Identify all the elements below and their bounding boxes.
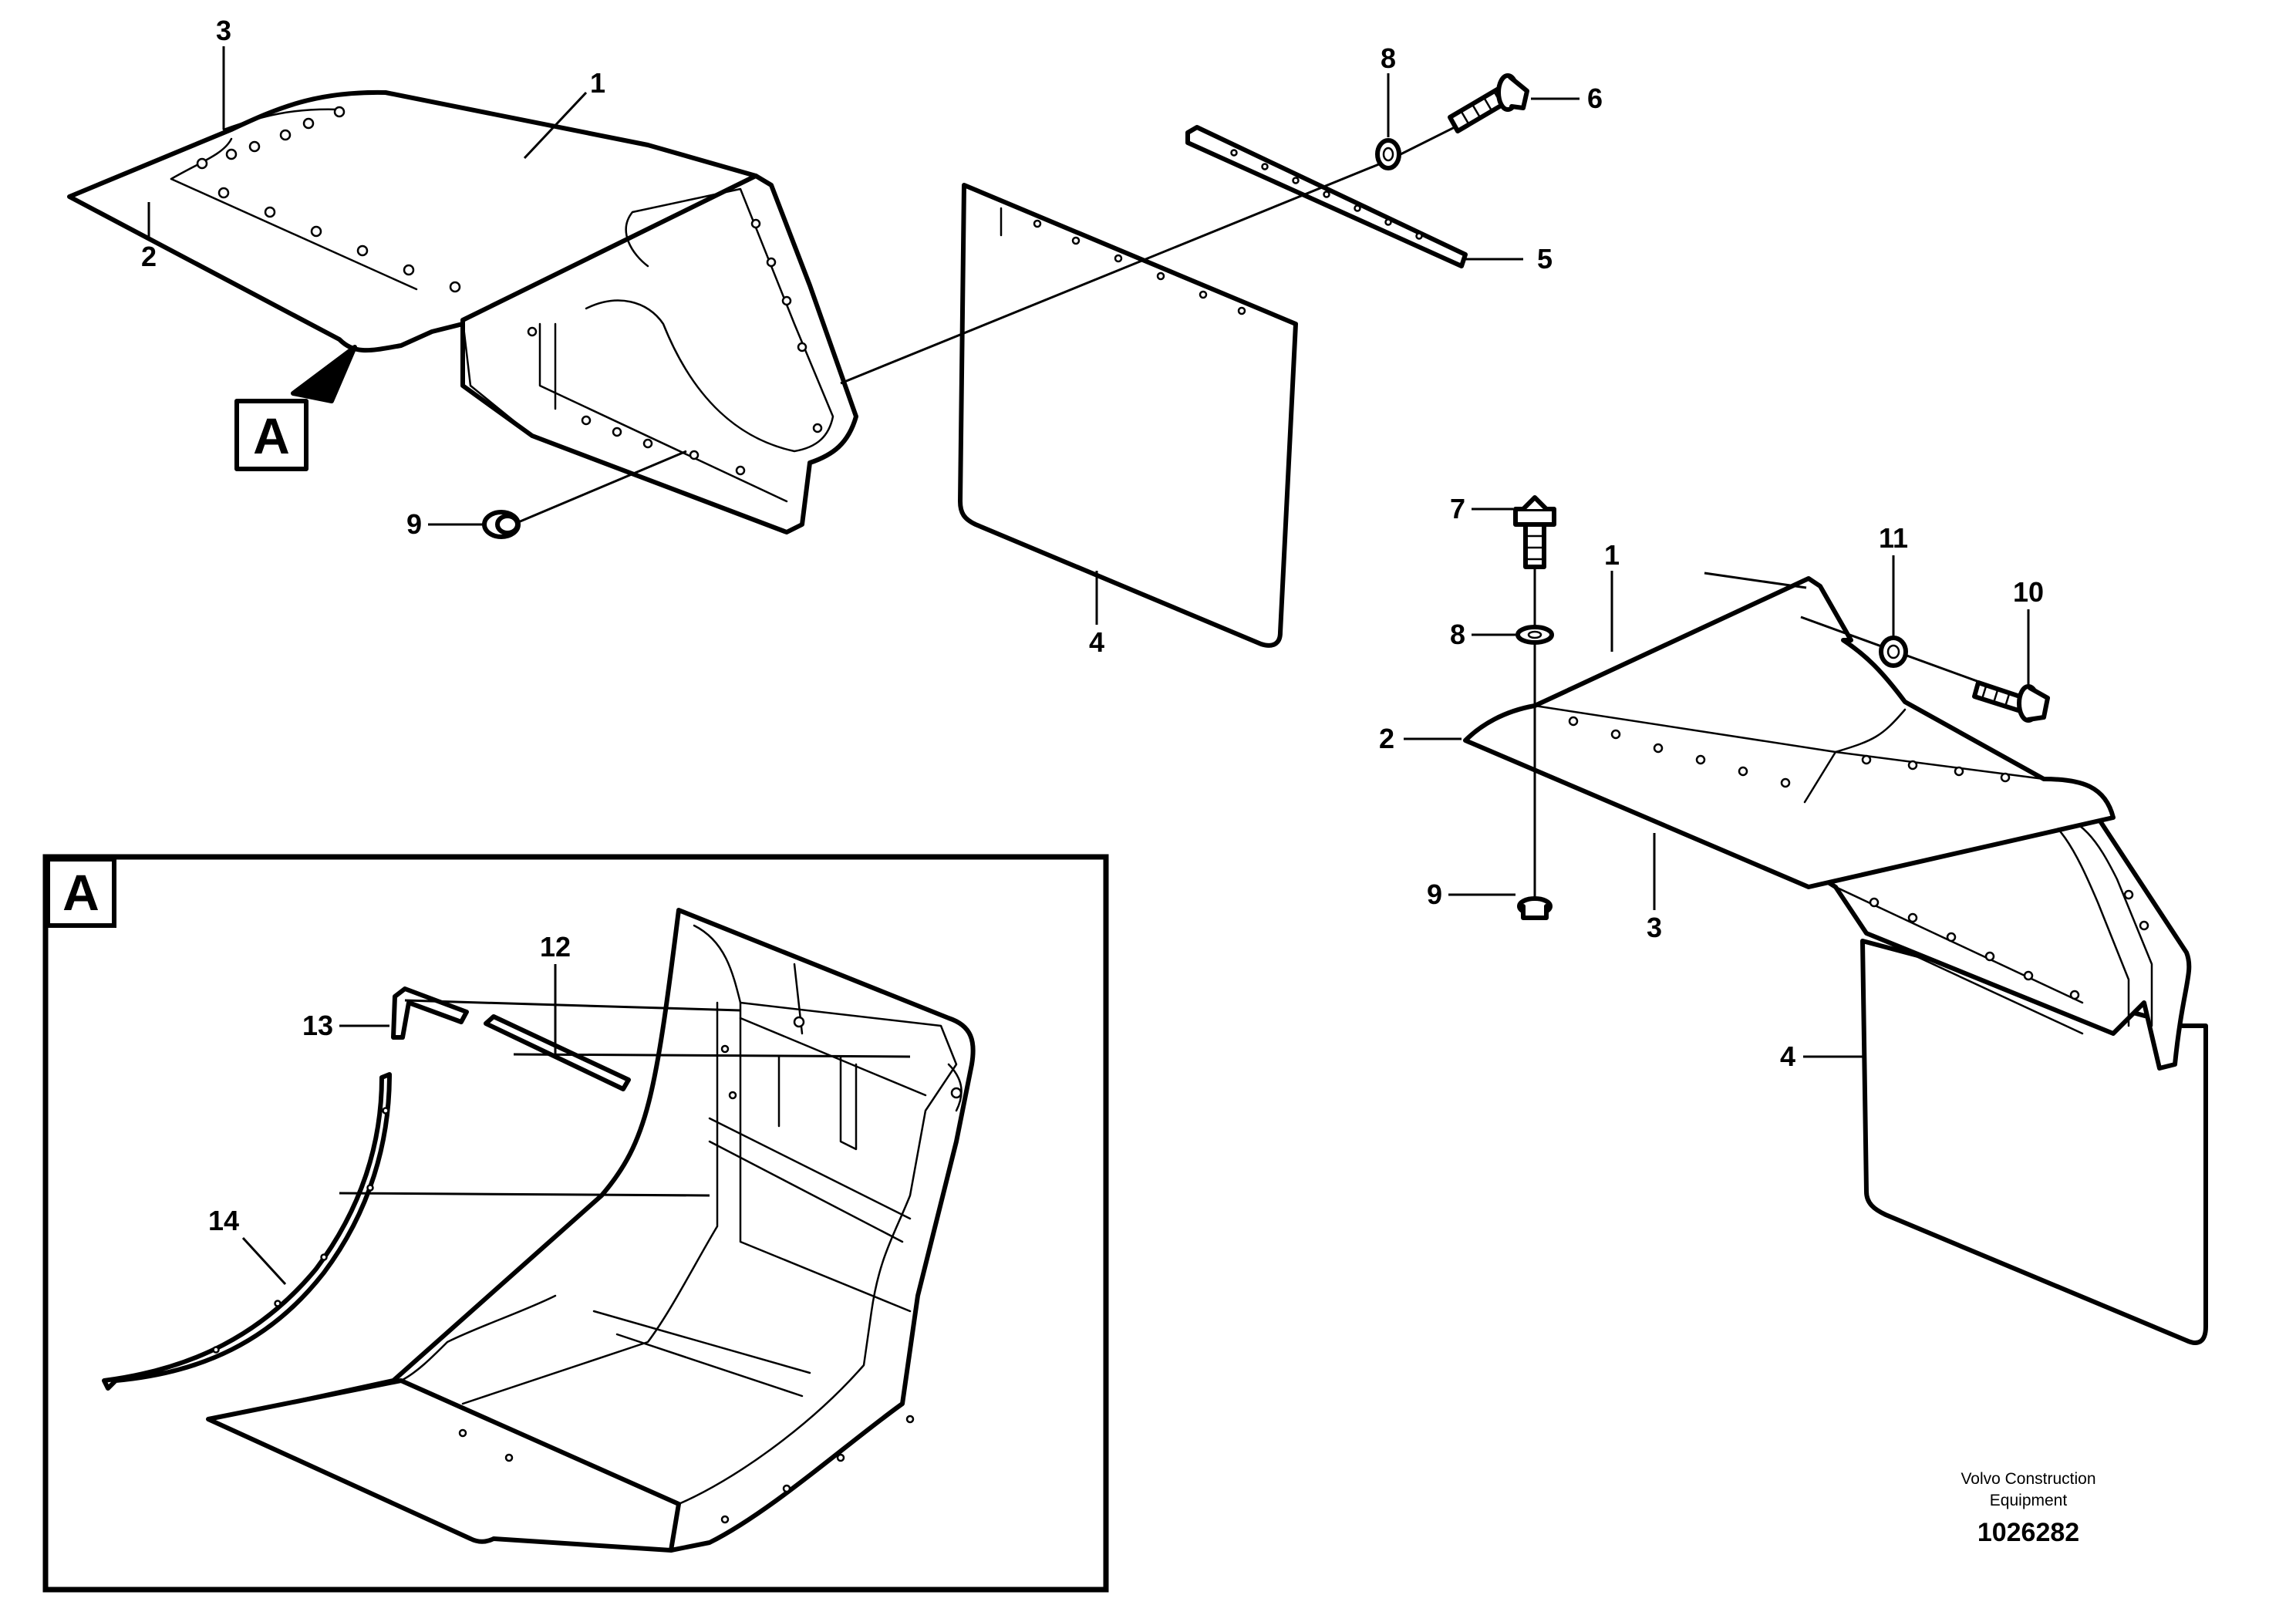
left-callouts: 3 1 2 4 5 6 8 9 [141,15,1603,658]
callout-4-left: 4 [1089,626,1104,658]
left-flap-holes [1033,219,1246,315]
detail-part-12-strip [484,1014,631,1091]
detail-housing-holes [458,1044,915,1524]
callout-8-right: 8 [1450,619,1465,650]
caption-block: Volvo Construction Equipment 1026282 [1961,1470,2095,1547]
strip-holes [1230,149,1423,240]
callout-12: 12 [540,931,571,963]
callout-8-top: 8 [1381,42,1396,74]
view-a-marker-box [234,399,308,471]
callout-1-top: 1 [590,67,605,99]
callout-4-right: 4 [1780,1040,1795,1072]
caption-line-2: Equipment [1990,1492,2068,1509]
left-mudguard-side-housing [460,174,858,534]
left-flange-bolt [1448,73,1529,133]
right-mud-flap [1860,939,2208,1345]
caption-part-number: 1026282 [1977,1518,2079,1547]
callout-2-left: 2 [141,241,157,272]
callout-14: 14 [208,1205,239,1236]
callout-6: 6 [1587,83,1603,114]
left-cover-bolts [196,106,461,293]
callout-11: 11 [1879,522,1908,554]
callout-7: 7 [1450,493,1465,524]
left-mudguard-assembly: A [67,73,1529,648]
callout-10: 10 [2013,576,2044,608]
left-mudguard-top-cover [67,89,770,353]
right-flange-nut [1517,896,1553,920]
caption-line-1: Volvo Construction [1961,1470,2095,1488]
callout-9-right: 9 [1427,878,1442,910]
callout-3-top: 3 [216,15,231,46]
detail-view-a: A [42,854,1109,1593]
callout-3-right: 3 [1647,912,1662,943]
left-mud-flap [958,183,1298,648]
right-vertical-bolt [1513,495,1556,569]
view-a-marker-label: A [253,407,290,464]
right-housing-bolts [1869,889,2149,1000]
detail-part-14-holes [212,1107,389,1354]
detail-label: A [62,864,99,921]
callout-13: 13 [302,1010,333,1041]
callout-2-right: 2 [1379,723,1394,754]
detail-label-box [46,857,116,928]
detail-top-cover [206,1378,681,1553]
right-mudguard-assembly [1463,495,2208,1345]
detail-part-14-curved-strip [102,1072,392,1391]
callout-5: 5 [1537,243,1553,275]
view-a-arrow [291,345,357,403]
left-housing-bolts [527,218,823,476]
right-cover-bolts [1568,716,2011,788]
callout-1-right: 1 [1604,539,1620,571]
right-mudguard-top-cover [1463,576,2116,889]
right-callouts: 7 8 1 11 10 2 3 9 4 [1379,493,2044,1072]
callout-9-left: 9 [406,508,422,540]
left-flange-nut [482,510,521,539]
right-side-bolt [1972,680,2050,723]
